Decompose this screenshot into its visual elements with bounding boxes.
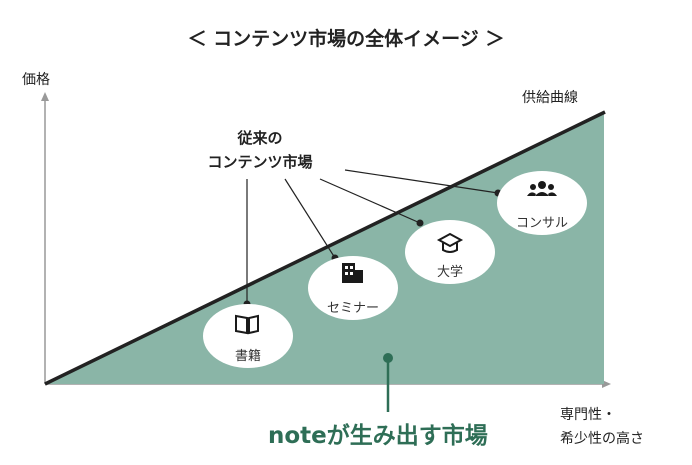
building-icon bbox=[342, 263, 363, 283]
leader-line-university bbox=[319, 178, 421, 224]
graduation-cap-icon bbox=[436, 232, 464, 253]
x-axis-label-line1: 専門性・ bbox=[560, 407, 616, 423]
y-axis-arrow bbox=[41, 92, 49, 101]
bubble-consulting bbox=[497, 171, 587, 235]
supply-curve bbox=[44, 110, 606, 386]
traditional-market-line1: 従来の bbox=[237, 129, 283, 147]
x-axis-label-line2: 希少性の高さ bbox=[560, 431, 644, 447]
leader-line-seminar bbox=[284, 178, 336, 259]
bubble-label-consulting: コンサル bbox=[515, 216, 568, 231]
traditional-market-line2: コンテンツ市場 bbox=[207, 153, 313, 171]
bubble-label-book: 書籍 bbox=[234, 349, 261, 364]
note-market-dot bbox=[383, 353, 393, 363]
supply-curve-label: 供給曲線 bbox=[522, 90, 578, 106]
bubble-seminar bbox=[308, 256, 398, 320]
bubble-book bbox=[203, 304, 293, 368]
y-axis-label: 価格 bbox=[22, 72, 50, 88]
leader-dot-university bbox=[416, 219, 424, 227]
x-axis-label: 専門性・ 希少性の高さ bbox=[560, 403, 644, 451]
book-icon bbox=[235, 314, 259, 335]
traditional-market-label: 従来の コンテンツ市場 bbox=[160, 126, 360, 174]
x-axis-arrow bbox=[602, 380, 611, 388]
people-group-icon bbox=[527, 181, 557, 196]
note-market-label: noteが生み出す市場 bbox=[268, 423, 488, 449]
leader-line-consulting bbox=[344, 169, 499, 194]
diagram-title: ＜ コンテンツ市場の全体イメージ ＞ bbox=[187, 28, 505, 50]
bubble-label-seminar: セミナー bbox=[326, 301, 379, 316]
bubble-label-university: 大学 bbox=[436, 265, 463, 280]
